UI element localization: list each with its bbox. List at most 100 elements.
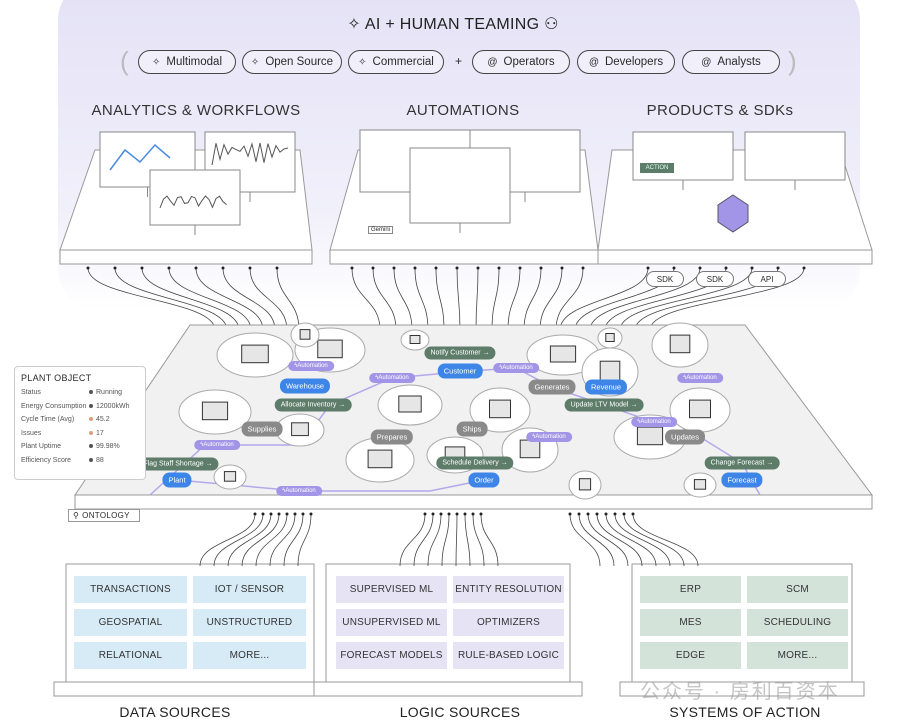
- asset-icon: [689, 399, 711, 419]
- source-tile[interactable]: IOT / SENSOR: [193, 576, 306, 603]
- automation-tag[interactable]: ϟ Automation: [631, 417, 677, 427]
- human-pill-analysts[interactable]: @Analysts: [682, 50, 780, 74]
- pill-label: Commercial: [372, 56, 434, 68]
- products-cable: [649, 267, 805, 331]
- cable-end: [595, 512, 599, 516]
- people-icon: ⚇: [539, 16, 559, 33]
- products-cable: [559, 267, 649, 331]
- link-label[interactable]: Generates: [528, 379, 576, 395]
- systems-cable: [614, 513, 671, 567]
- source-tile[interactable]: RULE-BASED LOGIC: [453, 642, 564, 669]
- logic-cable: [455, 513, 458, 567]
- human-pill-operators[interactable]: @Operators: [472, 50, 570, 74]
- automations-cable: [539, 267, 563, 331]
- asset-icon: [409, 335, 421, 344]
- at-icon: @: [588, 56, 599, 68]
- source-tile[interactable]: ERP: [640, 576, 741, 603]
- source-tile[interactable]: GEOSPATIAL: [74, 609, 187, 636]
- source-tile[interactable]: RELATIONAL: [74, 642, 187, 669]
- section-title-analytics: ANALYTICS & WORKFLOWS: [91, 102, 301, 119]
- model-pill-multimodal[interactable]: ✧Multimodal: [138, 50, 236, 74]
- data-cable: [199, 513, 256, 567]
- asset-icon: [398, 395, 422, 413]
- analytics-cable: [114, 267, 228, 331]
- source-tile[interactable]: ENTITY RESOLUTION: [453, 576, 564, 603]
- logic-cable: [480, 513, 499, 567]
- source-tile[interactable]: MORE...: [747, 642, 848, 669]
- action-button-preview: ACTION: [640, 163, 674, 173]
- action-node[interactable]: Notify Customer →: [424, 346, 496, 360]
- action-node[interactable]: Update LTV Model →: [564, 398, 644, 412]
- data-cable: [213, 513, 264, 567]
- asset-icon: [299, 329, 311, 340]
- automation-tag[interactable]: ϟ Automation: [276, 486, 322, 496]
- cable-end: [539, 266, 543, 270]
- object-node[interactable]: Forecast: [721, 472, 763, 488]
- model-pill-commercial[interactable]: ✧Commercial: [348, 50, 444, 74]
- action-node[interactable]: Flag Staff Shortage →: [137, 457, 219, 471]
- source-tile[interactable]: FORECAST MODELS: [336, 642, 447, 669]
- pill-label: Developers: [604, 56, 664, 68]
- cable-end: [301, 512, 305, 516]
- source-tile[interactable]: UNSUPERVISED ML: [336, 609, 447, 636]
- asset-icon: [599, 360, 621, 381]
- lightning-icon: ϟ: [499, 365, 503, 371]
- analytics-platform-edge: [59, 249, 313, 265]
- cable-end: [86, 266, 90, 270]
- object-node[interactable]: Warehouse: [279, 378, 331, 394]
- automation-tag[interactable]: ϟ Automation: [369, 373, 415, 383]
- source-tile[interactable]: SCHEDULING: [747, 609, 848, 636]
- automation-tag[interactable]: ϟ Automation: [493, 363, 539, 373]
- cable-end: [497, 266, 501, 270]
- link-label[interactable]: Ships: [456, 421, 488, 437]
- cable-end: [586, 512, 590, 516]
- source-tile[interactable]: TRANSACTIONS: [74, 576, 187, 603]
- automation-tag[interactable]: ϟ Automation: [194, 440, 240, 450]
- cable-end: [439, 512, 443, 516]
- link-label[interactable]: Prepares: [370, 429, 414, 445]
- sdk-connector: SDK: [646, 271, 684, 287]
- source-tile[interactable]: UNSTRUCTURED: [193, 609, 306, 636]
- at-icon: @: [701, 56, 712, 68]
- object-node[interactable]: Plant: [162, 472, 192, 488]
- link-label[interactable]: Updates: [665, 429, 705, 445]
- scatter-chart-icon: [109, 143, 171, 171]
- automation-tag[interactable]: ϟ Automation: [526, 432, 572, 442]
- data-cable: [297, 513, 312, 567]
- attribute-value: 45.2: [89, 416, 139, 430]
- logic-cable: [472, 513, 485, 567]
- link-label[interactable]: Supplies: [241, 421, 283, 437]
- source-tile[interactable]: SCM: [747, 576, 848, 603]
- source-tile[interactable]: OPTIMIZERS: [453, 609, 564, 636]
- automation-tag[interactable]: ϟ Automation: [677, 373, 723, 383]
- object-node[interactable]: Revenue: [584, 379, 628, 395]
- object-node[interactable]: Order: [468, 472, 500, 488]
- lightning-icon: ϟ: [294, 363, 298, 369]
- human-pill-developers[interactable]: @ Developers: [577, 50, 675, 74]
- model-pill-open-source[interactable]: ✧Open Source: [242, 50, 342, 74]
- cable-end: [518, 266, 522, 270]
- automations-cable: [507, 267, 521, 331]
- automations-cable: [393, 267, 413, 331]
- lightning-icon: ϟ: [375, 375, 379, 381]
- object-node[interactable]: Customer: [437, 363, 483, 379]
- source-tile[interactable]: EDGE: [640, 642, 741, 669]
- automation-label: Automation: [203, 442, 234, 448]
- source-tile[interactable]: MORE...: [193, 642, 306, 669]
- cable-end: [434, 266, 438, 270]
- action-node[interactable]: Schedule Delivery →: [436, 456, 514, 470]
- action-node[interactable]: Allocate Inventory →: [274, 398, 352, 412]
- systems-of-action-title: SYSTEMS OF ACTION: [669, 704, 821, 720]
- automation-tag[interactable]: ϟ Automation: [288, 361, 334, 371]
- data-sources-title: DATA SOURCES: [119, 704, 231, 720]
- asset-icon: [241, 344, 269, 364]
- logic-cable: [464, 513, 471, 567]
- analytics-cable: [87, 267, 216, 331]
- source-tile[interactable]: MES: [640, 609, 741, 636]
- action-node[interactable]: Change Forecast →: [704, 456, 780, 470]
- source-tile[interactable]: SUPERVISED ML: [336, 576, 447, 603]
- section-title-automations: AUTOMATIONS: [406, 102, 520, 119]
